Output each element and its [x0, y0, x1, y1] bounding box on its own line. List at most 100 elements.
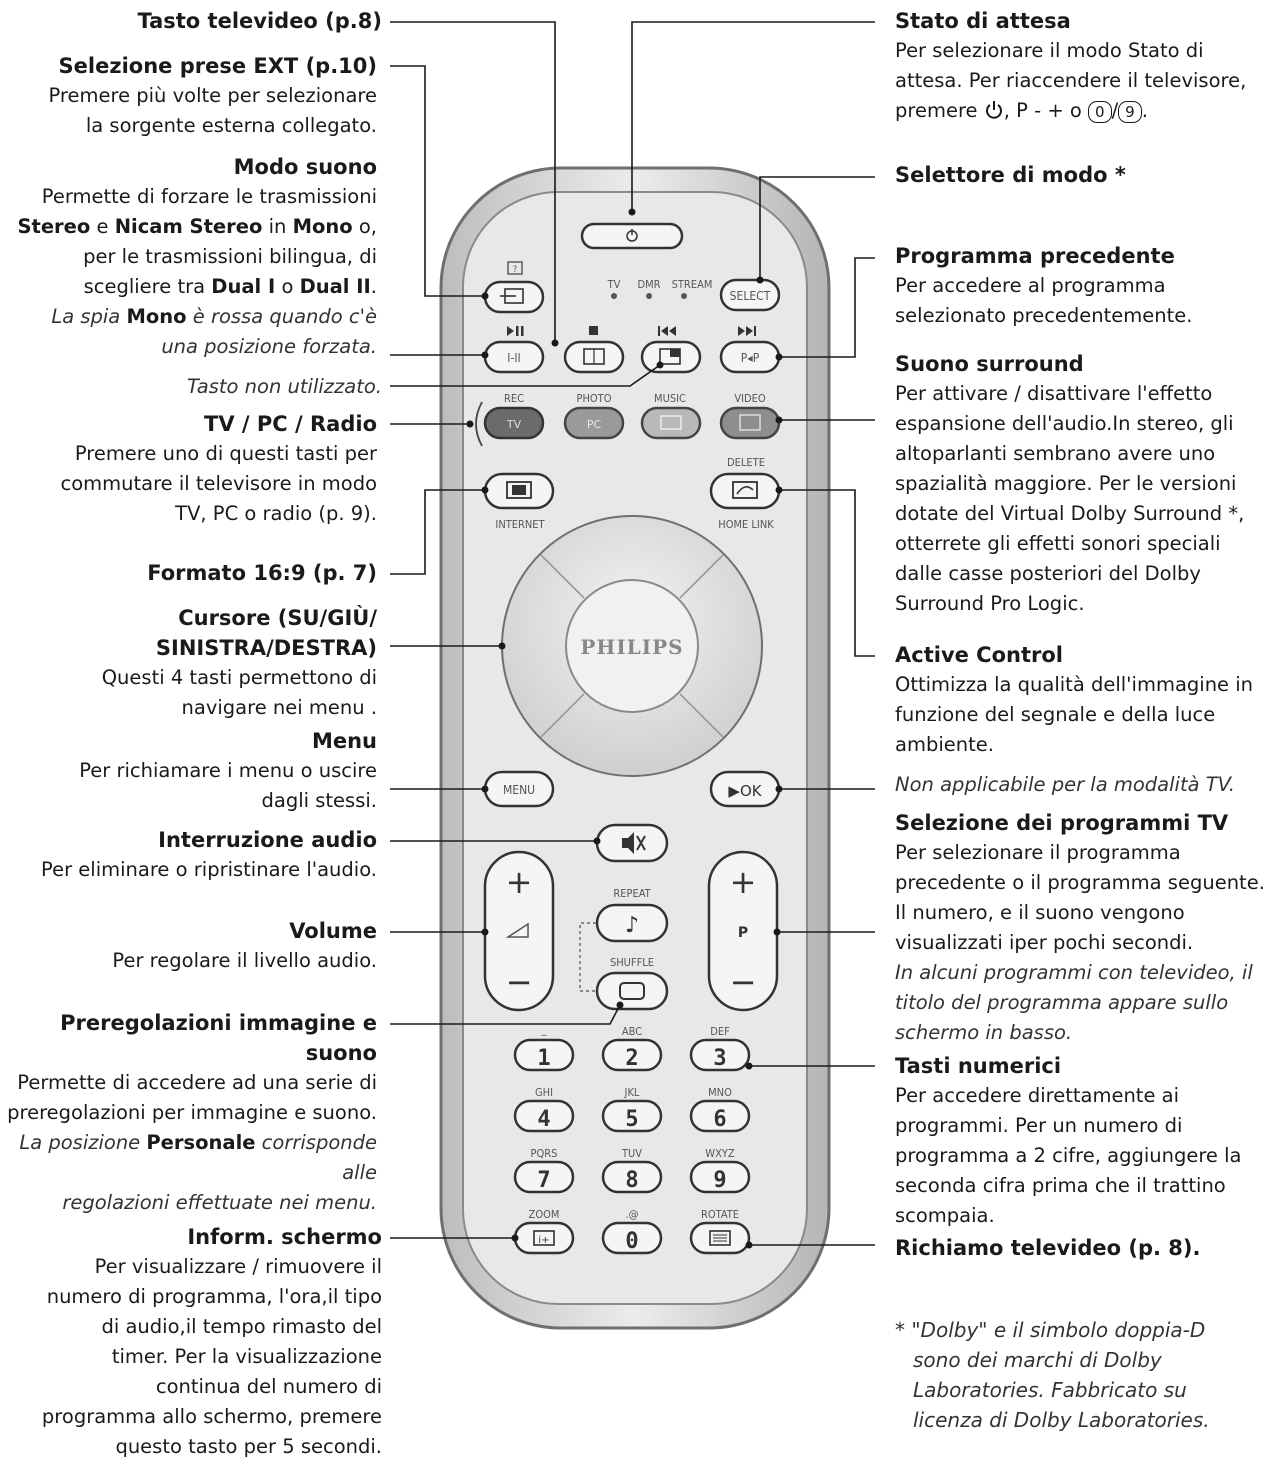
- brand-logo: PHILIPS: [580, 635, 683, 659]
- digit-1-button[interactable]: 1: [513, 1038, 575, 1072]
- teletext-recall-button[interactable]: [689, 1221, 751, 1255]
- annot-sound-mode: Modo suono Permette di forzare le trasmi…: [17, 152, 377, 362]
- pqrs-label: PQRS: [531, 1147, 558, 1160]
- annot-format: Formato 16:9 (p. 7): [147, 558, 377, 588]
- ext-button[interactable]: [483, 280, 545, 314]
- def-label: DEF: [710, 1025, 730, 1038]
- annot-numeric: Tasti numerici Per accedere direttamente…: [895, 1051, 1242, 1231]
- home-link-label: HOME LINK: [718, 518, 774, 531]
- annot-cursor-title2: SINISTRA/DESTRA): [155, 636, 377, 660]
- annot-standby-line3: premere , P - + o 0/9.: [895, 99, 1148, 123]
- digit-2-label: 2: [625, 1046, 638, 1071]
- program-minus: −: [730, 963, 757, 1001]
- annot-presets: Preregolazioni immagine e suono Permette…: [0, 1008, 377, 1218]
- annot-info-line7: questo tasto per 5 secondi.: [115, 1435, 382, 1458]
- annot-program-title: Selezione dei programmi TV: [895, 811, 1229, 835]
- sound-mode-button[interactable]: I-II: [483, 340, 545, 374]
- annot-cursor-line2: navigare nei menu .: [181, 696, 377, 719]
- annot-program-line2: precedente o il programma seguente.: [895, 871, 1265, 894]
- annot-teletext-title: Tasto televideo (p.8): [137, 9, 382, 33]
- annot-sound-note1: La spia Mono è rossa quando c'è: [51, 305, 377, 328]
- digit-8-label: 8: [625, 1168, 638, 1193]
- digit-0-button[interactable]: 0: [601, 1221, 663, 1255]
- active-control-button[interactable]: [709, 472, 781, 510]
- zoom-label: ZOOM: [529, 1208, 560, 1221]
- shuffle-label: SHUFFLE: [610, 956, 654, 969]
- annot-numeric-line2: programmi. Per un numero di: [895, 1114, 1183, 1137]
- program-rocker[interactable]: + P −: [707, 850, 779, 1012]
- annot-prev-program-title: Programma precedente: [895, 244, 1175, 268]
- annot-program-note1: In alcuni programmi con televideo, il: [895, 961, 1253, 984]
- annot-program-line4: visualizzati iper pochi secondi.: [895, 931, 1194, 954]
- pc-source-button[interactable]: PC: [563, 406, 625, 440]
- mute-button[interactable]: [595, 823, 669, 863]
- prev-icon: [658, 326, 676, 336]
- ok-button[interactable]: ▶OK: [709, 770, 781, 808]
- repeat-button[interactable]: ♪: [595, 903, 669, 943]
- internet-label: INTERNET: [495, 518, 545, 531]
- menu-button[interactable]: MENU: [483, 770, 555, 808]
- svg-text:i+: i+: [538, 1235, 549, 1246]
- digit-3-label: 3: [713, 1046, 726, 1071]
- digit-5-label: 5: [625, 1107, 638, 1132]
- digit-3-button[interactable]: 3: [689, 1038, 751, 1072]
- annot-program-select: Selezione dei programmi TV Per seleziona…: [895, 808, 1265, 1048]
- radio-source-button[interactable]: [640, 406, 702, 440]
- digit-2-button[interactable]: 2: [601, 1038, 663, 1072]
- abc-label: ABC: [622, 1025, 642, 1038]
- annot-menu-line2: dagli stessi.: [261, 789, 377, 812]
- annot-program-note2: titolo del programma appare sullo: [895, 991, 1229, 1014]
- surround-button[interactable]: [719, 406, 781, 440]
- standby-button[interactable]: [580, 222, 684, 250]
- digit-1-label: 1: [537, 1046, 550, 1071]
- annot-surround-line8: Surround Pro Logic.: [895, 592, 1085, 615]
- annot-ext: Selezione prese EXT (p.10) Premere più v…: [48, 51, 377, 141]
- annot-ext-title: Selezione prese EXT (p.10): [58, 54, 377, 78]
- tv-label: TV: [506, 418, 522, 431]
- volume-rocker[interactable]: + −: [483, 850, 555, 1012]
- repeat-label: REPEAT: [613, 887, 651, 900]
- info-button[interactable]: i+: [513, 1221, 575, 1255]
- digit-9-button[interactable]: 9: [689, 1160, 751, 1194]
- digit-4-button[interactable]: 4: [513, 1099, 575, 1133]
- annot-program-note3: schermo in basso.: [895, 1021, 1073, 1044]
- annot-active-line3: ambiente.: [895, 733, 994, 756]
- annot-surround-line3: altoparlanti sembrano avere uno: [895, 442, 1216, 465]
- digit-7-label: 7: [537, 1168, 550, 1193]
- annot-presets-title: Preregolazioni immagine e suono: [60, 1011, 377, 1065]
- annot-mute-line1: Per eliminare o ripristinare l'audio.: [41, 858, 377, 881]
- annot-cursor-line1: Questi 4 tasti permettono di: [101, 666, 377, 689]
- shuffle-button[interactable]: [595, 971, 669, 1011]
- annot-surround-line1: Per attivare / disattivare l'effetto: [895, 382, 1213, 405]
- annot-presets-note2: regolazioni effettuate nei menu.: [62, 1191, 377, 1214]
- unused-button[interactable]: [640, 340, 702, 374]
- previous-program-button[interactable]: P◂P: [719, 340, 781, 374]
- annot-teletext-recall-title: Richiamo televideo (p. 8).: [895, 1236, 1201, 1260]
- teletext-button[interactable]: [563, 340, 625, 374]
- svg-text:♪: ♪: [625, 913, 639, 938]
- annot-numeric-line4: seconda cifra prima che il trattino: [895, 1174, 1226, 1197]
- program-plus: +: [730, 863, 757, 901]
- footnote-line3: Laboratories. Fabbricato su: [913, 1378, 1187, 1402]
- svg-text:?: ?: [513, 265, 517, 275]
- annot-info-title: Inform. schermo: [187, 1225, 382, 1249]
- digit-8-button[interactable]: 8: [601, 1160, 663, 1194]
- repeat-shuffle-bracket: [579, 922, 596, 992]
- digit-5-button[interactable]: 5: [601, 1099, 663, 1133]
- digit-6-button[interactable]: 6: [689, 1099, 751, 1133]
- program-p: P: [738, 925, 748, 941]
- music-label: MUSIC: [654, 392, 686, 405]
- format-button[interactable]: [483, 472, 555, 510]
- key-0-icon: 0: [1088, 101, 1112, 123]
- annot-selector-title: Selettore di modo *: [895, 163, 1126, 187]
- digit-7-button[interactable]: 7: [513, 1160, 575, 1194]
- select-button[interactable]: SELECT: [719, 278, 781, 312]
- annot-tvpc: TV / PC / Radio Premere uno di questi ta…: [60, 409, 377, 529]
- digit-9-label: 9: [713, 1168, 726, 1193]
- navigation-pad[interactable]: PHILIPS: [501, 515, 763, 777]
- mode-dmr-label: DMR: [637, 278, 660, 291]
- footnote-dolby: * "Dolby" e il simbolo doppia-D sono dei…: [895, 1315, 1210, 1435]
- tv-source-button[interactable]: TV: [483, 406, 545, 440]
- volume-plus: +: [506, 863, 533, 901]
